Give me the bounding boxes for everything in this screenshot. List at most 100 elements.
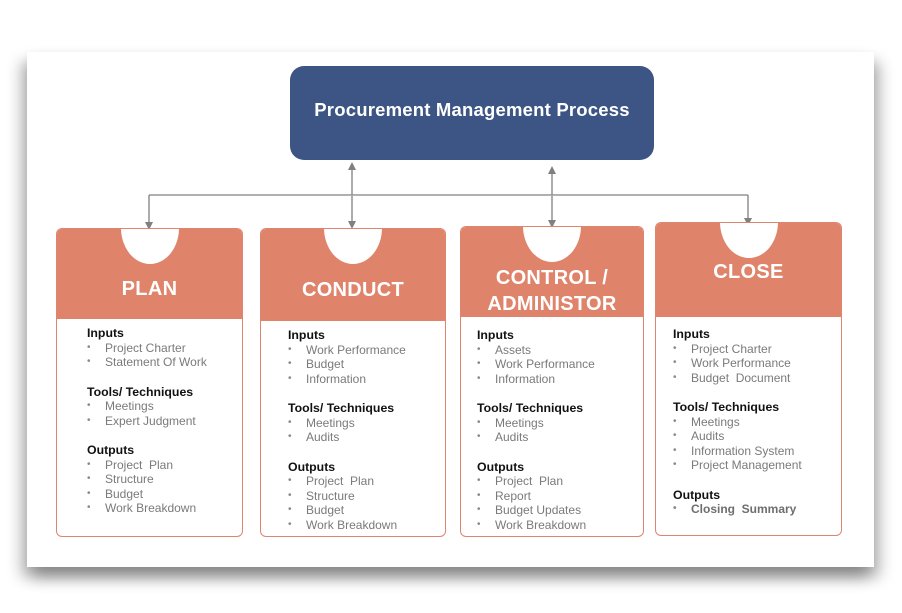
section-outputs: Outputs • Project Plan •Report • Budget Up… [477,460,643,533]
item-text: Budget [306,503,345,517]
item-text: Meetings [306,415,355,430]
bullet-icon: • [87,458,91,470]
item-text: Information [306,371,367,386]
item-text: Budget [306,357,345,371]
card-header: PLAN [57,229,242,319]
list-item: • Project Management [673,458,841,473]
notch-shape [120,229,179,264]
section-inputs: Inputs •Work Performance •Budget •Inform… [288,328,445,386]
item-text: Assets [495,342,532,357]
item-text: Budget Updates [495,503,582,517]
list-item: •Project Charter [673,342,841,357]
section-heading: Outputs [477,459,525,474]
process-title: Procurement Management Process [314,99,630,120]
list-item: •Information System [673,444,841,459]
item-text: Audits [691,429,725,443]
section-heading: Inputs [477,328,514,342]
bullet-icon: • [288,431,292,442]
item-text: Project Plan [306,474,375,488]
item-text: Expert Judgment [105,413,196,428]
card-body: Inputs •Assets •Work Performance •Inform… [477,328,643,536]
item-text: Work Breakdown [105,501,197,515]
item-text: Project Charter [105,340,186,355]
bullet-icon: • [673,430,677,441]
list-item: •Information [288,372,445,387]
list-item: •Budget [288,503,445,518]
bullet-icon: • [87,473,91,484]
list-item: • Meetings [87,399,242,414]
item-text: Structure [306,488,355,503]
list-item: •Statement Of Work [87,355,242,370]
bullet-icon: • [288,518,292,530]
notch-shape [324,229,382,264]
list-item: • Work Performance [477,357,643,372]
list-item: •Information [477,372,643,387]
list-item: •Budget [87,487,242,502]
bullet-icon: • [673,357,677,368]
item-text: Audits [306,430,340,444]
section-heading: Outputs [673,487,721,502]
item-text: Work Breakdown [306,517,398,532]
card-title: PLAN [121,278,178,300]
item-text: Work Performance [306,342,406,357]
bullet-icon: • [288,343,292,355]
bullet-icon: • [477,343,481,355]
section-heading: Inputs [87,326,124,340]
section-heading: Tools/ Techniques [288,401,395,415]
notch-shape [523,227,581,262]
bullet-icon: • [477,358,481,369]
bullet-icon: • [673,459,677,470]
section-heading: Tools/ Techniques [87,384,194,399]
list-item: • Audits [288,430,445,445]
list-item: •Project Plan [288,474,445,489]
bullet-icon: • [288,358,292,369]
item-text: Work Performance [495,357,595,371]
card-body: Inputs •Work Performance •Budget •Inform… [288,328,445,536]
list-item: • Project Plan [87,458,242,473]
item-text: Audits [495,430,529,444]
section-tools: Tools/ Techniques • Meetings • Expert Judg… [87,385,242,429]
list-item: •Meetings [673,415,841,430]
section-outputs: Outputs •Closing Summary [673,488,841,517]
section-tools: Tools/ Techniques • Meetings • Audits [288,401,445,445]
list-item: •Report [477,489,643,504]
item-text: Meetings [495,415,544,430]
item-text: Meetings [691,414,740,429]
item-text: Meetings [105,399,154,413]
card-title: CONDUCT [301,279,405,301]
bullet-icon: • [673,371,677,383]
bullet-icon: • [477,504,481,515]
card-plan: PLAN Inputs •Project Charter •Statement … [56,228,243,537]
card-header: CONTROL / ADMINISTOR [461,227,643,317]
section-outputs: Outputs • Project Plan • Structure •Budget… [87,443,242,516]
section-outputs: Outputs •Project Plan •Structure •Budget… [288,460,445,533]
item-text: Information [495,371,556,386]
bullet-icon: • [87,487,91,499]
list-item: • Work Breakdown [87,501,242,516]
item-text: Project Plan [495,474,564,488]
list-item: •Work Performance [673,356,841,371]
list-item: • Audits [477,430,643,445]
item-text: Structure [105,472,154,486]
bullet-icon: • [288,416,292,428]
list-item: •Closing Summary [673,502,841,517]
list-item: •Work Breakdown [477,518,643,533]
bullet-icon: • [477,431,481,442]
card-conduct: CONDUCT Inputs •Work Performance •Budget… [260,228,446,537]
item-text: Project Charter [691,341,772,356]
bullet-icon: • [87,502,91,513]
bullet-icon: • [288,489,292,501]
item-text: Budget Document [691,370,791,385]
section-heading: Outputs [87,443,135,457]
card-control-administor: CONTROL / ADMINISTOR Inputs •Assets •Wor… [460,226,644,537]
bullet-icon: • [87,400,91,411]
item-text: Project Plan [105,457,174,472]
bullet-icon: • [477,475,481,486]
item-text: Statement Of Work [105,355,207,369]
card-header: CLOSE [656,223,841,317]
bullet-icon: • [87,414,91,426]
item-text: Project Management [691,458,802,472]
list-item: • Structure [288,489,445,504]
section-inputs: Inputs •Project Charter •Work Performanc… [673,327,841,385]
